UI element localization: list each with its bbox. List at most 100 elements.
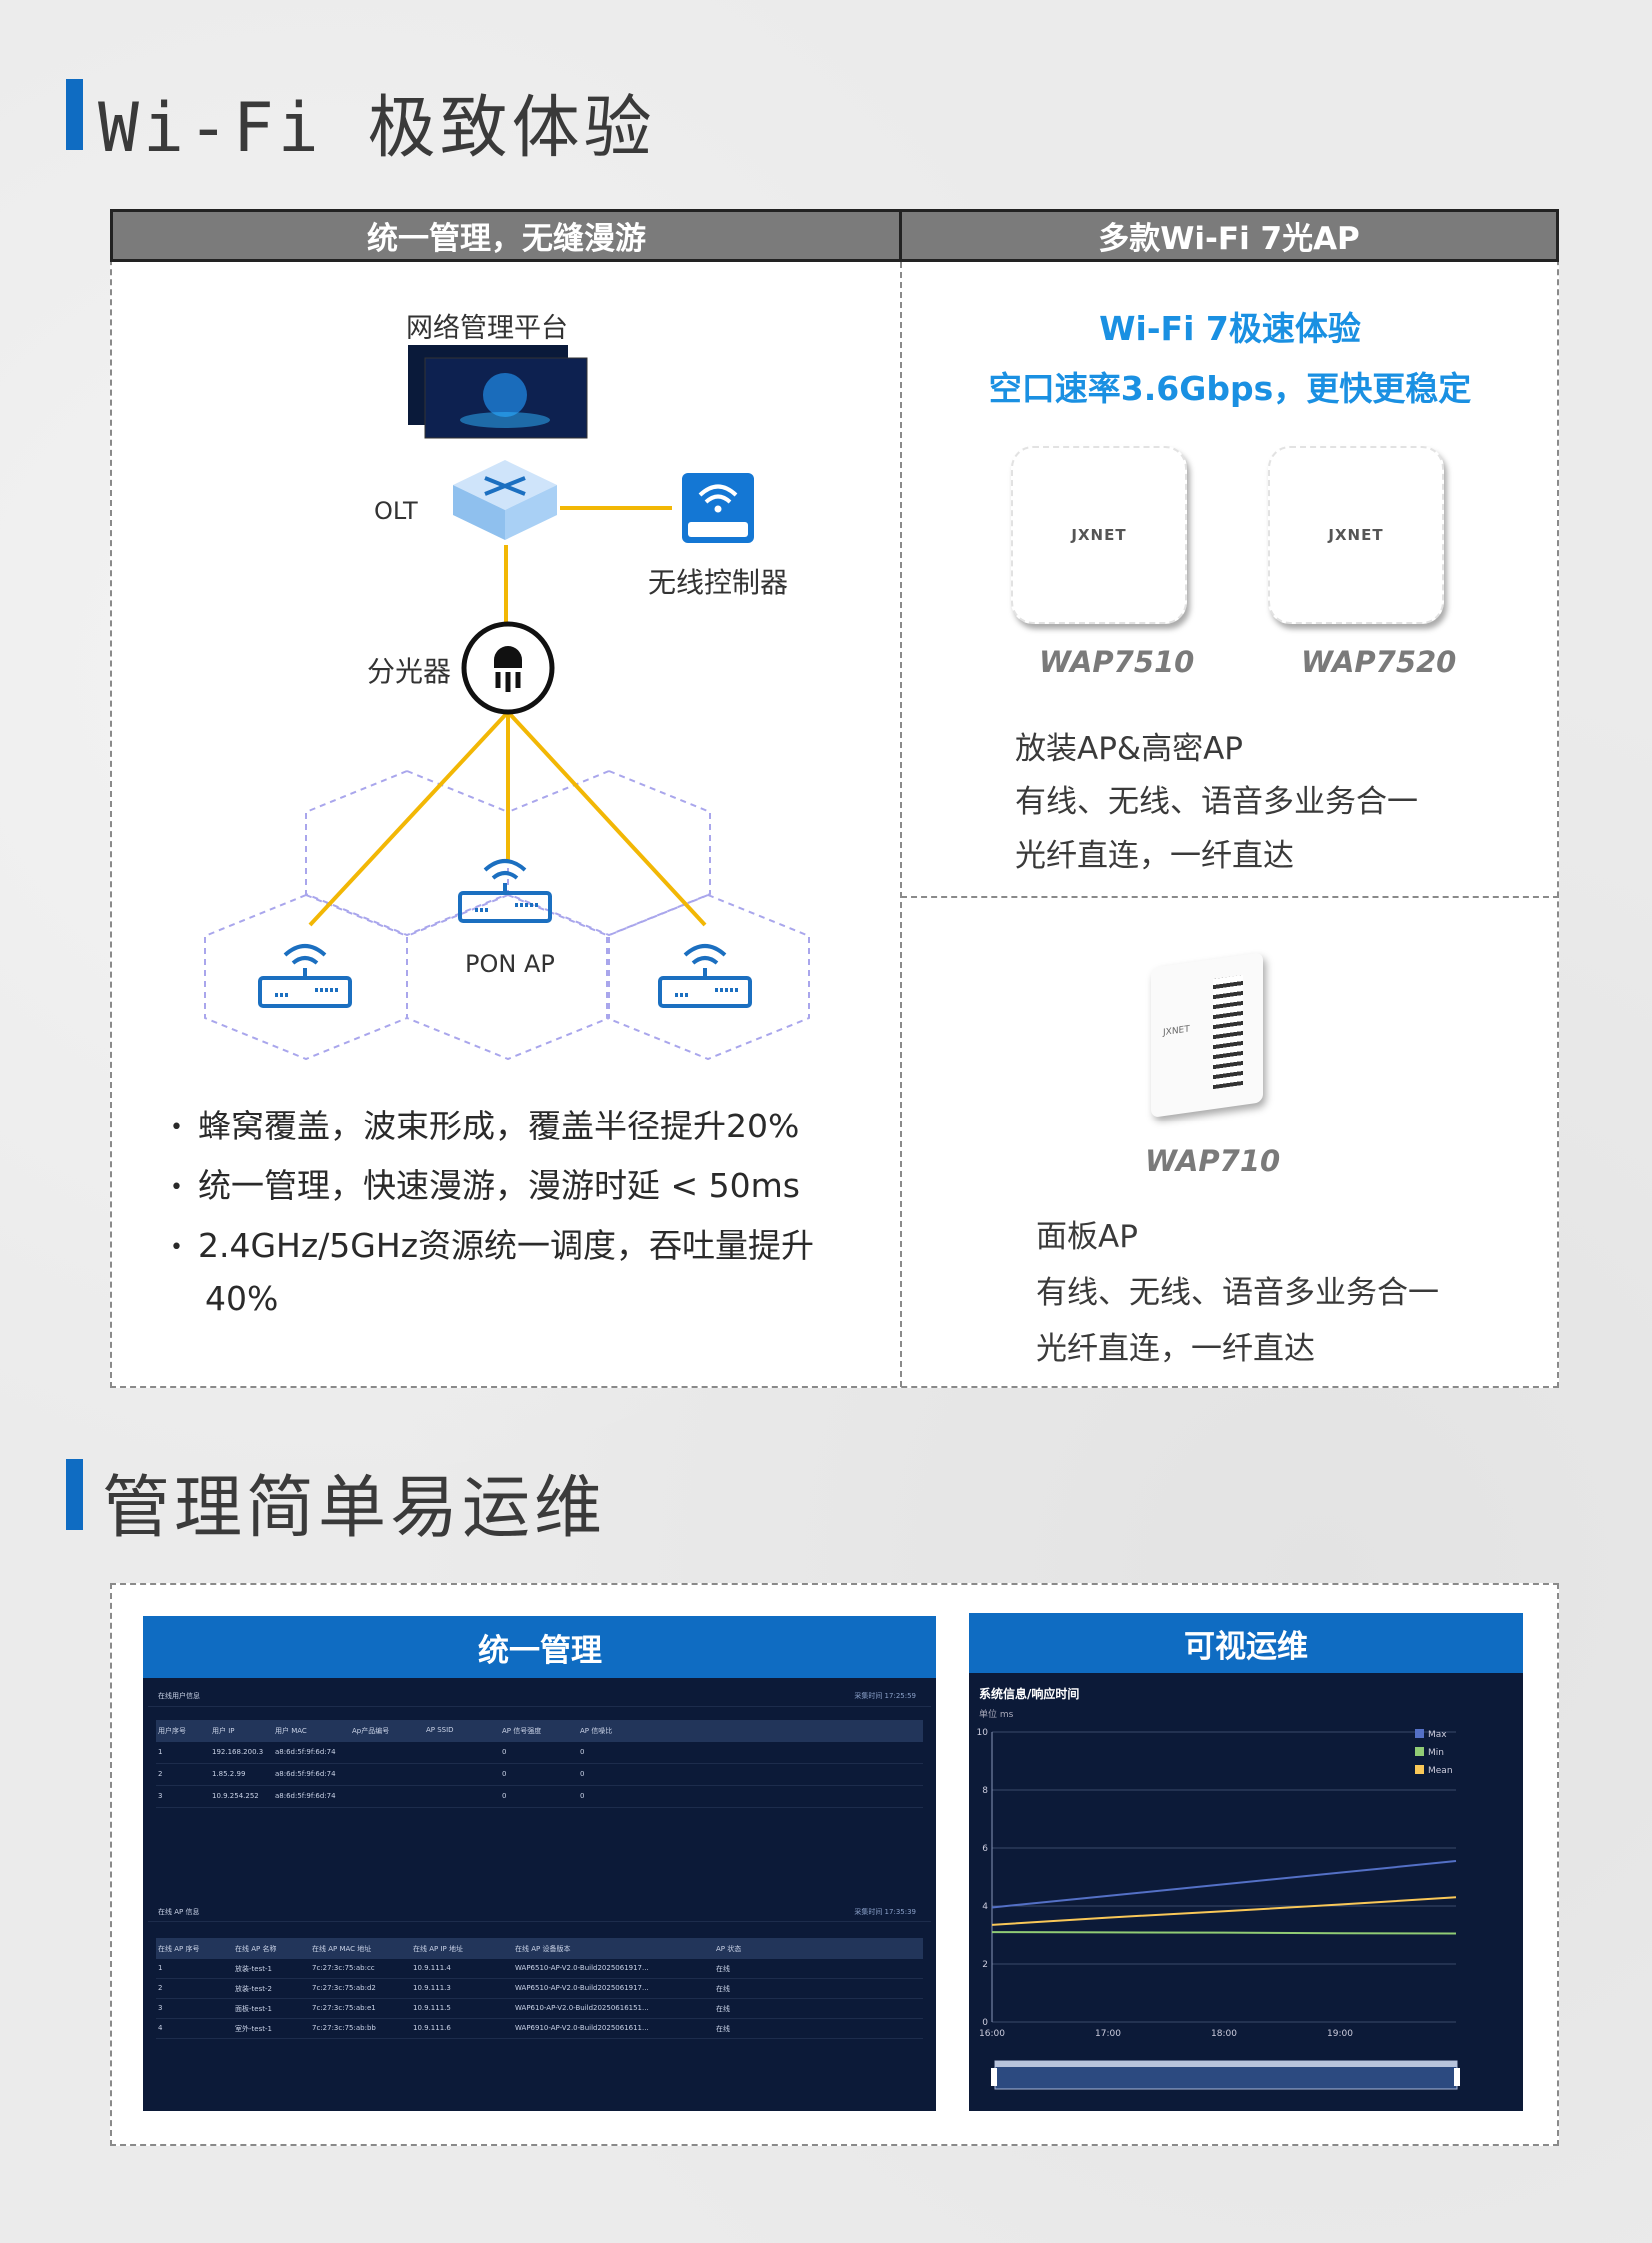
wifi-feature-table (110, 209, 1559, 1388)
column-header[interactable]: 在线 AP MAC 地址 (312, 1944, 372, 1953)
bullet-text: 蜂窝覆盖，波束形成，覆盖半径提升20% (198, 1107, 800, 1145)
feature-line: 光纤直连，一纤直达 (1036, 1331, 1315, 1367)
table-cell: 2 (158, 1770, 163, 1778)
table-header: 在线 AP 序号 在线 AP 名称 在线 AP MAC 地址 在线 AP IP 地址 在… (156, 1938, 923, 1959)
legend-swatch (1415, 1729, 1424, 1738)
section-marker (66, 1459, 83, 1530)
feature-line: 有线、无线、语音多业务合一 (1015, 784, 1418, 820)
wifi-arcs (683, 944, 727, 965)
column-header[interactable]: AP 状态 (716, 1944, 742, 1953)
controller-label: 无线控制器 (648, 566, 789, 599)
table-cell: 1.85.2.99 (212, 1770, 246, 1778)
table-cell: 面板-test-1 (235, 2005, 272, 2013)
zoom-slider-handle-right[interactable] (1454, 2068, 1460, 2086)
table-cell: 在线 (716, 2025, 730, 2033)
table-cell: a8:6d:5f:9f:6d:74 (275, 1748, 336, 1756)
column-header[interactable]: Ap产品编号 (352, 1727, 390, 1735)
column-header[interactable]: 用户 IP (212, 1727, 235, 1735)
section-title-wifi: Wi-Fi 极致体验 (98, 89, 656, 168)
column-header[interactable]: 在线 AP 设备版本 (515, 1944, 571, 1953)
pon-ap-icon (458, 859, 552, 923)
table-cell: 0 (580, 1748, 585, 1756)
feature-line: 面板AP (1036, 1219, 1138, 1255)
legend-swatch (1415, 1747, 1424, 1756)
table-cell: 7c:27:3c:75:ab:e1 (312, 2004, 376, 2012)
table-cell: 2 (158, 1984, 163, 1992)
table-cell: 10.9.111.3 (413, 1984, 451, 1992)
wifi7-speed: 空口速率3.6Gbps，更快更稳定 (988, 369, 1472, 408)
ap-brand-logo: JXNET (1071, 526, 1127, 544)
divider (148, 1921, 931, 1922)
splitter-ap-left-link (308, 710, 510, 927)
table-cell: 7c:27:3c:75:ab:d2 (312, 1984, 376, 1992)
legend-label: Mean (1428, 1766, 1453, 1776)
column-header[interactable]: 在线 AP IP 地址 (413, 1944, 463, 1953)
column-divider (900, 262, 902, 1387)
hexagon-cell (606, 893, 810, 1061)
wifi-arcs (283, 944, 327, 965)
cell-hexagons (204, 769, 810, 1061)
table-cell: 在线 (716, 1965, 730, 1973)
section-title-ops: 管理简单易运维 (102, 1469, 607, 1548)
feature-line: 放装AP&高密AP (1015, 731, 1243, 767)
platform-label: 网络管理平台 (406, 313, 568, 344)
column-header[interactable]: 用户序号 (158, 1727, 186, 1735)
olt-icon (453, 460, 557, 540)
column-header[interactable]: AP 信号强度 (502, 1727, 542, 1735)
series-line-mean (991, 1896, 1457, 1926)
column-header[interactable]: 用户 MAC (275, 1727, 307, 1735)
table-cell: 1 (158, 1964, 163, 1972)
column-header[interactable]: 在线 AP 名称 (235, 1944, 277, 1953)
table-cell: 4 (158, 2024, 163, 2032)
model-wap7510: WAP7510 (1039, 645, 1195, 679)
table-cell: 7c:27:3c:75:ab:bb (312, 2024, 376, 2032)
table-cell: a8:6d:5f:9f:6d:74 (275, 1792, 336, 1800)
table-cell: 在线 (716, 1985, 730, 1993)
series-line-min (991, 1931, 1457, 1935)
wifi-arcs (483, 859, 527, 880)
legend-label: Max (1428, 1730, 1447, 1740)
bullet-item: •2.4GHz/5GHz资源统一调度，吞吐量提升 (170, 1219, 814, 1267)
y-tick-label: 6 (982, 1844, 988, 1854)
pon-ap-icon (658, 944, 752, 1008)
wifi7-headline: Wi-Fi 7极速体验 (1099, 309, 1361, 348)
chart-unit: 单位 ms (979, 1710, 1014, 1720)
table-cell: 7c:27:3c:75:ab:cc (312, 1964, 375, 1972)
wireless-controller-icon (682, 473, 754, 543)
table-cell: 室外-test-1 (235, 2025, 272, 2033)
ap-brand-logo: JXNET (1328, 526, 1384, 544)
olt-label: OLT (374, 497, 418, 525)
table-cell: WAP6510-AP-V2.0-Build2025061917... (515, 1964, 649, 1972)
table-cell: 0 (502, 1770, 507, 1778)
table-cell: 0 (502, 1792, 507, 1800)
zoom-slider-handle-left[interactable] (991, 2068, 997, 2086)
table-cell: 在线 (716, 2005, 730, 2013)
table-cell: 192.168.200.3 (212, 1748, 264, 1756)
header-wifi7-ap: 多款Wi-Fi 7光AP (899, 209, 1559, 262)
series-line-max (991, 1860, 1457, 1909)
column-header[interactable]: AP SSID (426, 1726, 454, 1734)
table-cell: 3 (158, 1792, 163, 1800)
chart-title: 系统信息/响应时间 (979, 1687, 1080, 1701)
table-cell: 0 (580, 1792, 585, 1800)
table-cell: 0 (502, 1748, 507, 1756)
bullet-item: •统一管理，快速漫游，漫游时延 < 50ms (170, 1159, 800, 1207)
feature-line: 有线、无线、语音多业务合一 (1036, 1275, 1439, 1311)
column-header[interactable]: 在线 AP 序号 (158, 1944, 200, 1953)
panel-ap-image: JXNET (1151, 952, 1263, 1118)
section-marker (66, 79, 83, 150)
hexagon-cell (406, 893, 610, 1061)
zoom-slider-bar[interactable] (995, 2061, 1457, 2067)
ap-collect-time: 采集时间 17:35:39 (854, 1908, 916, 1916)
table-cell: 3 (158, 2004, 163, 2012)
column-header[interactable]: AP 信噪比 (580, 1727, 613, 1735)
header-unified-management: 统一管理，无缝漫游 (110, 209, 902, 262)
users-table-title: 在线用户信息 (158, 1692, 200, 1700)
table-header: 用户序号 用户 IP 用户 MAC Ap产品编号 AP SSID AP 信号强度 AP 信噪… (156, 1720, 923, 1742)
